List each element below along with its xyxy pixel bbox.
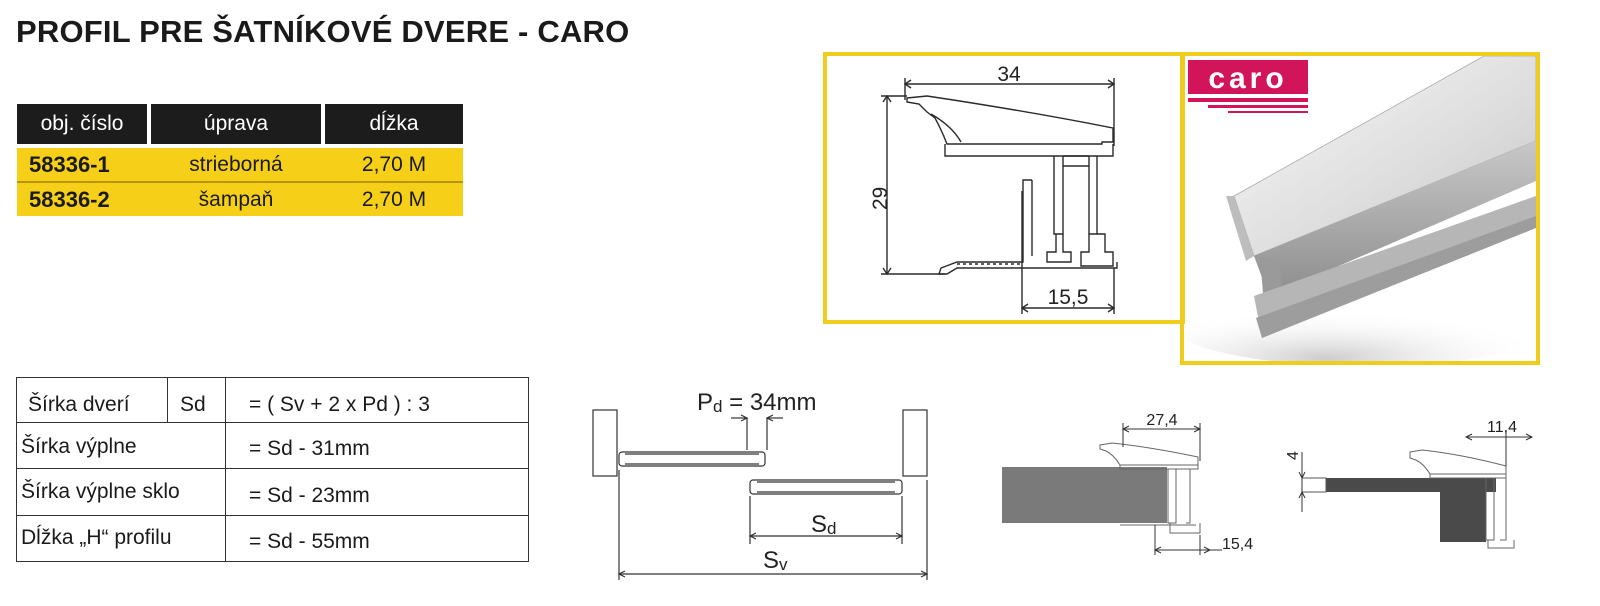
formula-expression: = Sd - 55mm xyxy=(249,530,370,553)
detail-a-top: 27,4 xyxy=(1146,412,1177,429)
detail-panel-diagram: 27,4 15,4 xyxy=(1002,412,1253,555)
formula-label: Šírka výplne sklo xyxy=(21,480,180,503)
sd-label: Sd xyxy=(811,511,836,538)
logo-text: caro xyxy=(1208,62,1287,95)
product-photo-frame: caro xyxy=(1174,52,1554,366)
sliding-door-diagram: Pd = 34mm Sd Sv xyxy=(592,389,929,580)
header-length: dĺžka xyxy=(325,104,463,144)
dim-width: 34 xyxy=(997,63,1021,86)
formula-symbol: Sd xyxy=(180,393,206,416)
pd-label: Pd = 34mm xyxy=(697,389,817,416)
header-finish: úprava xyxy=(151,104,321,144)
formula-expression: = Sd - 23mm xyxy=(249,484,370,507)
header-code: obj. číslo xyxy=(17,104,147,144)
sv-label: Sv xyxy=(763,547,788,574)
detail-b-top: 11,4 xyxy=(1487,419,1517,436)
formula-label: Dĺžka „H“ profilu xyxy=(21,526,172,549)
table-row: 58336-1 strieborná 2,70 M xyxy=(17,148,463,181)
detail-a-bottom: 15,4 xyxy=(1222,536,1253,553)
detail-b-side: 4 xyxy=(1285,451,1302,460)
profile-cross-section: 34 29 15,5 xyxy=(869,63,1118,314)
product-finish: strieborná xyxy=(189,152,283,176)
product-length: 2,70 M xyxy=(361,152,427,176)
product-length: 2,70 M xyxy=(361,187,427,211)
product-finish: šampaň xyxy=(198,187,274,211)
formula-label: Šírka dverí xyxy=(28,393,130,416)
formula-expression: = Sd - 31mm xyxy=(249,437,370,460)
formula-table: Šírka dverí Sd = ( Sv + 2 x Pd ) : 3 Šír… xyxy=(16,377,529,562)
product-code: 58336-2 xyxy=(29,186,110,212)
caro-logo: caro xyxy=(1188,60,1308,113)
dim-depth: 15,5 xyxy=(1048,286,1089,309)
table-row: 58336-2 šampaň 2,70 M xyxy=(17,183,463,216)
formula-label: Šírka výplne xyxy=(21,435,137,458)
page-title: PROFIL PRE ŠATNÍKOVÉ DVERE - CARO xyxy=(16,14,630,49)
dim-height: 29 xyxy=(869,187,892,210)
row-divider xyxy=(17,181,463,183)
profile-drawing-frame: 34 29 15,5 xyxy=(823,52,1185,324)
product-code: 58336-1 xyxy=(29,151,110,177)
formula-expression: = ( Sv + 2 x Pd ) : 3 xyxy=(249,393,430,416)
detail-glass-diagram: 11,4 4 xyxy=(1285,419,1534,549)
product-photo: caro xyxy=(1174,55,1554,366)
